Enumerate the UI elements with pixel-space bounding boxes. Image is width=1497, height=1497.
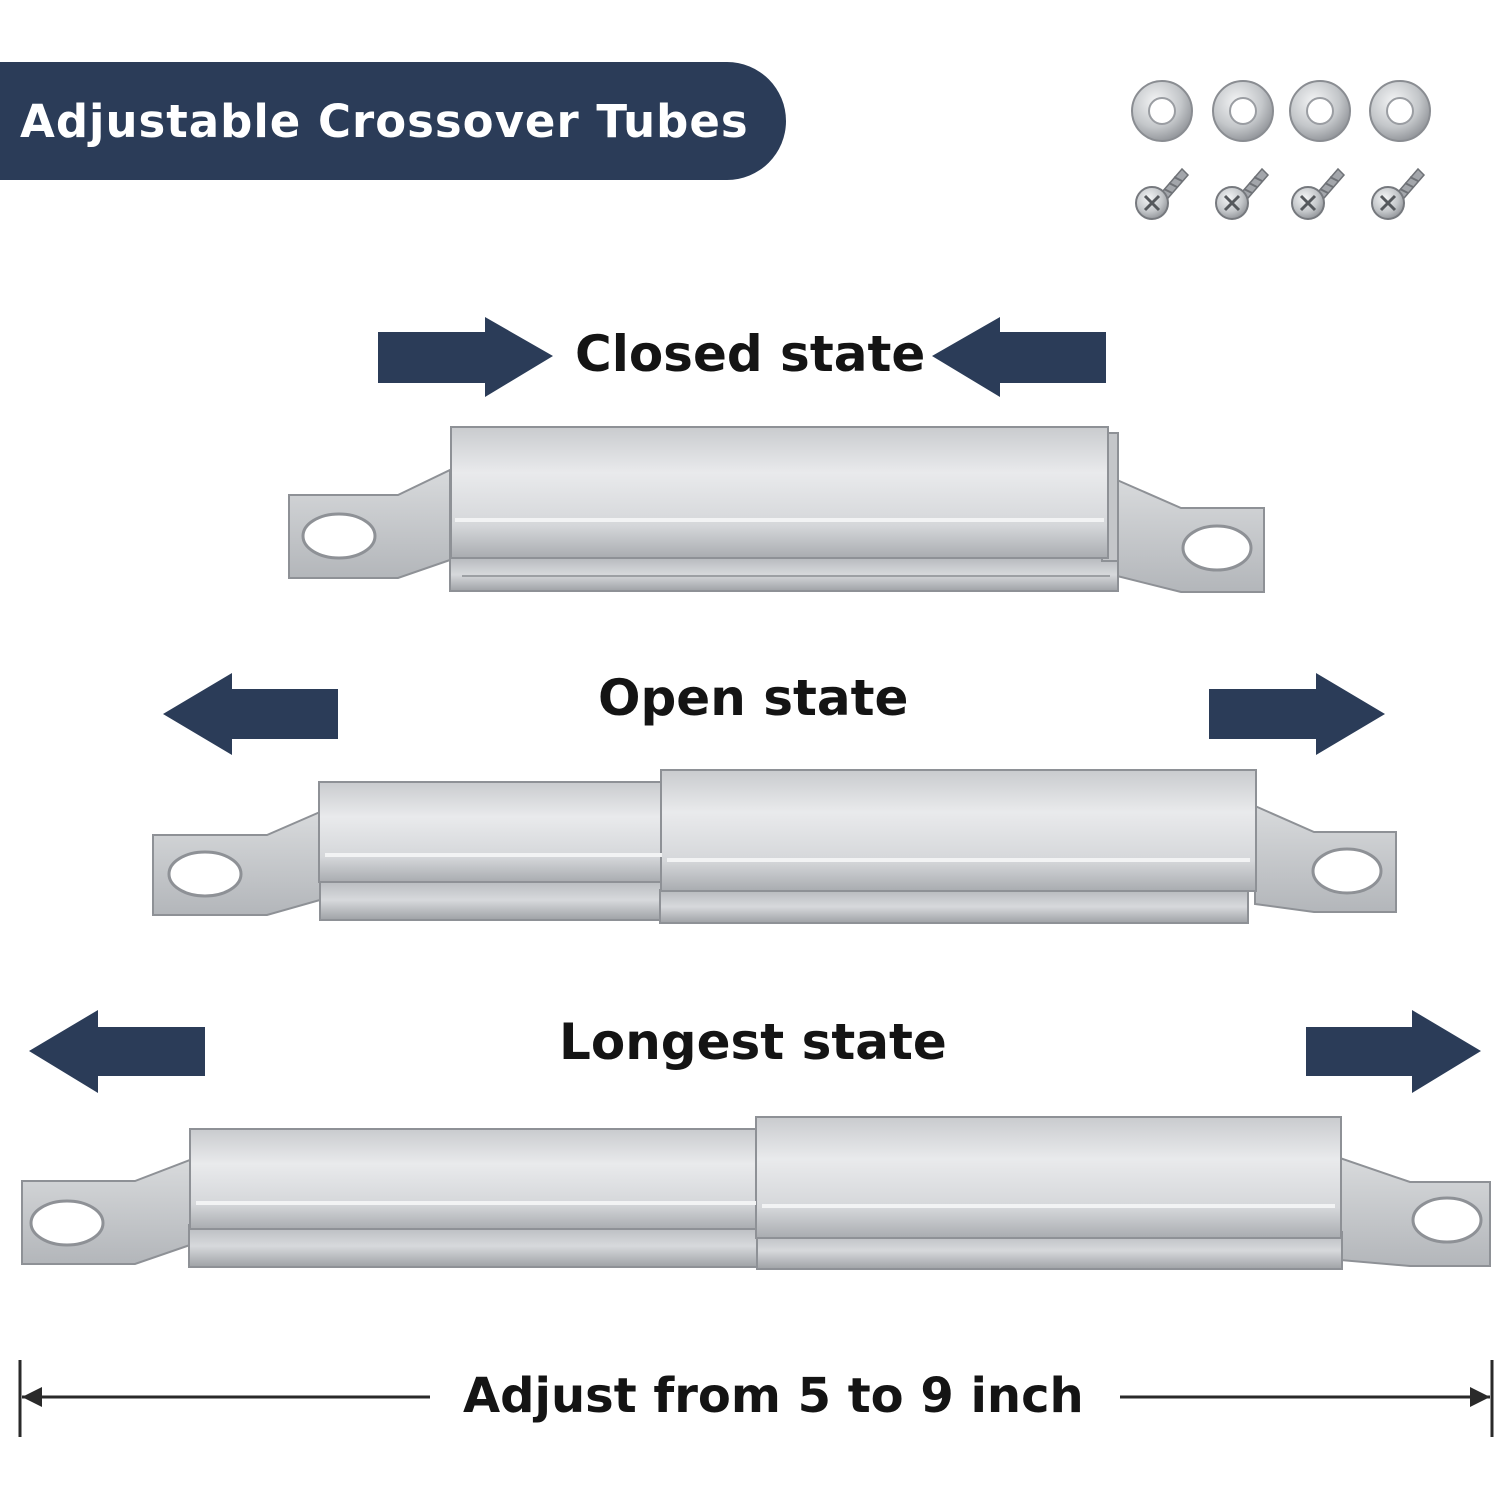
- arrows: [29, 317, 1481, 1093]
- washer-icon: [1369, 80, 1431, 142]
- arrowhead-icon: [22, 1387, 42, 1407]
- screw-icon: [1215, 167, 1270, 220]
- arrow-icon: [1306, 1010, 1481, 1093]
- crossover-tube-open: [152, 769, 1397, 924]
- washer-icon: [1289, 80, 1351, 142]
- washer-set: [1131, 80, 1431, 142]
- closed-state-label: Closed state: [575, 325, 926, 383]
- arrowhead-icon: [1470, 1387, 1490, 1407]
- dimension-line: [18, 1360, 1494, 1437]
- arrow-icon: [932, 317, 1106, 397]
- page-title: Adjustable Crossover Tubes: [20, 94, 749, 148]
- washer-icon: [1212, 80, 1274, 142]
- crossover-tube-closed: [288, 426, 1265, 593]
- screw-set: [1135, 167, 1426, 220]
- arrow-icon: [163, 673, 338, 755]
- title-banner: Adjustable Crossover Tubes: [0, 62, 786, 180]
- crossover-tube-longest: [21, 1116, 1491, 1270]
- arrow-icon: [378, 317, 553, 397]
- open-state-label: Open state: [598, 669, 909, 727]
- arrow-icon: [1209, 673, 1385, 755]
- screw-icon: [1291, 167, 1346, 220]
- arrow-icon: [29, 1010, 205, 1093]
- screw-icon: [1371, 167, 1426, 220]
- dimension-label: Adjust from 5 to 9 inch: [463, 1368, 1084, 1424]
- longest-state-label: Longest state: [559, 1013, 947, 1071]
- washer-icon: [1131, 80, 1193, 142]
- screw-icon: [1135, 167, 1190, 220]
